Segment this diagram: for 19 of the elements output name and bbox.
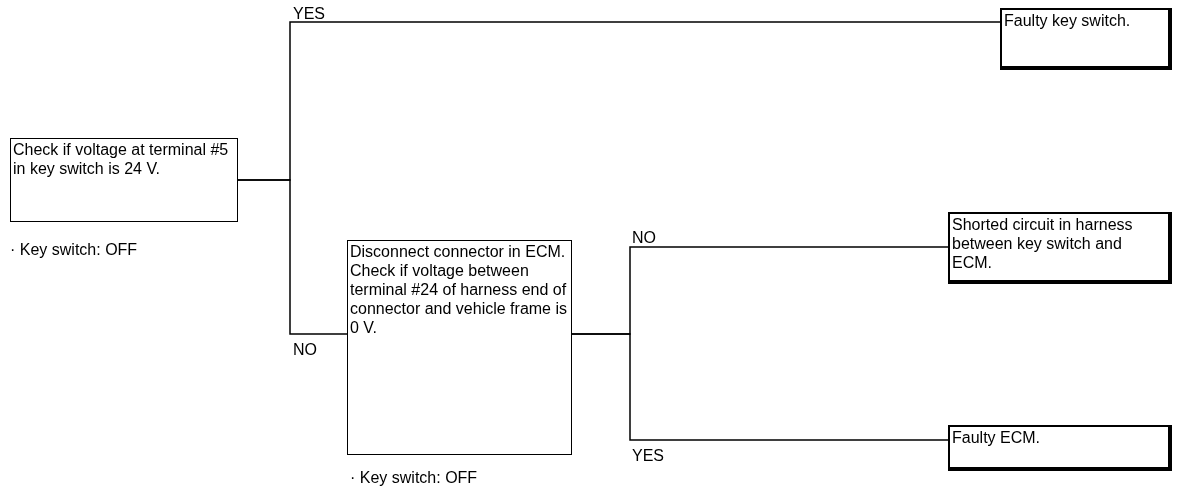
- result-box: [1000, 8, 1172, 70]
- connector-line: [571, 333, 949, 441]
- edge-label: NO: [293, 340, 317, 359]
- node-text: Faulty key switch.: [1004, 11, 1132, 30]
- node-text: Faulty ECM.: [952, 428, 1041, 447]
- node-text: Disconnect connector in ECM.: [350, 242, 567, 261]
- connector-line: [237, 179, 348, 335]
- result-box: [948, 212, 1172, 284]
- check-box: [10, 138, 238, 222]
- node-text: Check if voltage at terminal #5 in key switch is 24 V.: [13, 140, 230, 178]
- check-box: [347, 240, 572, 455]
- edge-label: YES: [293, 4, 325, 23]
- result-box: [948, 425, 1172, 471]
- node-text: Check if voltage between terminal #24 of harness end of connector and vehicle frame is 0 V.: [350, 261, 568, 337]
- edge-label: YES: [632, 446, 664, 465]
- node-text: Shorted circuit in harness between key switch and ECM.: [952, 215, 1134, 272]
- condition-note: · Key switch: OFF: [10, 240, 138, 259]
- condition-note: · Key switch: OFF: [350, 468, 478, 487]
- edge-label: NO: [632, 228, 656, 247]
